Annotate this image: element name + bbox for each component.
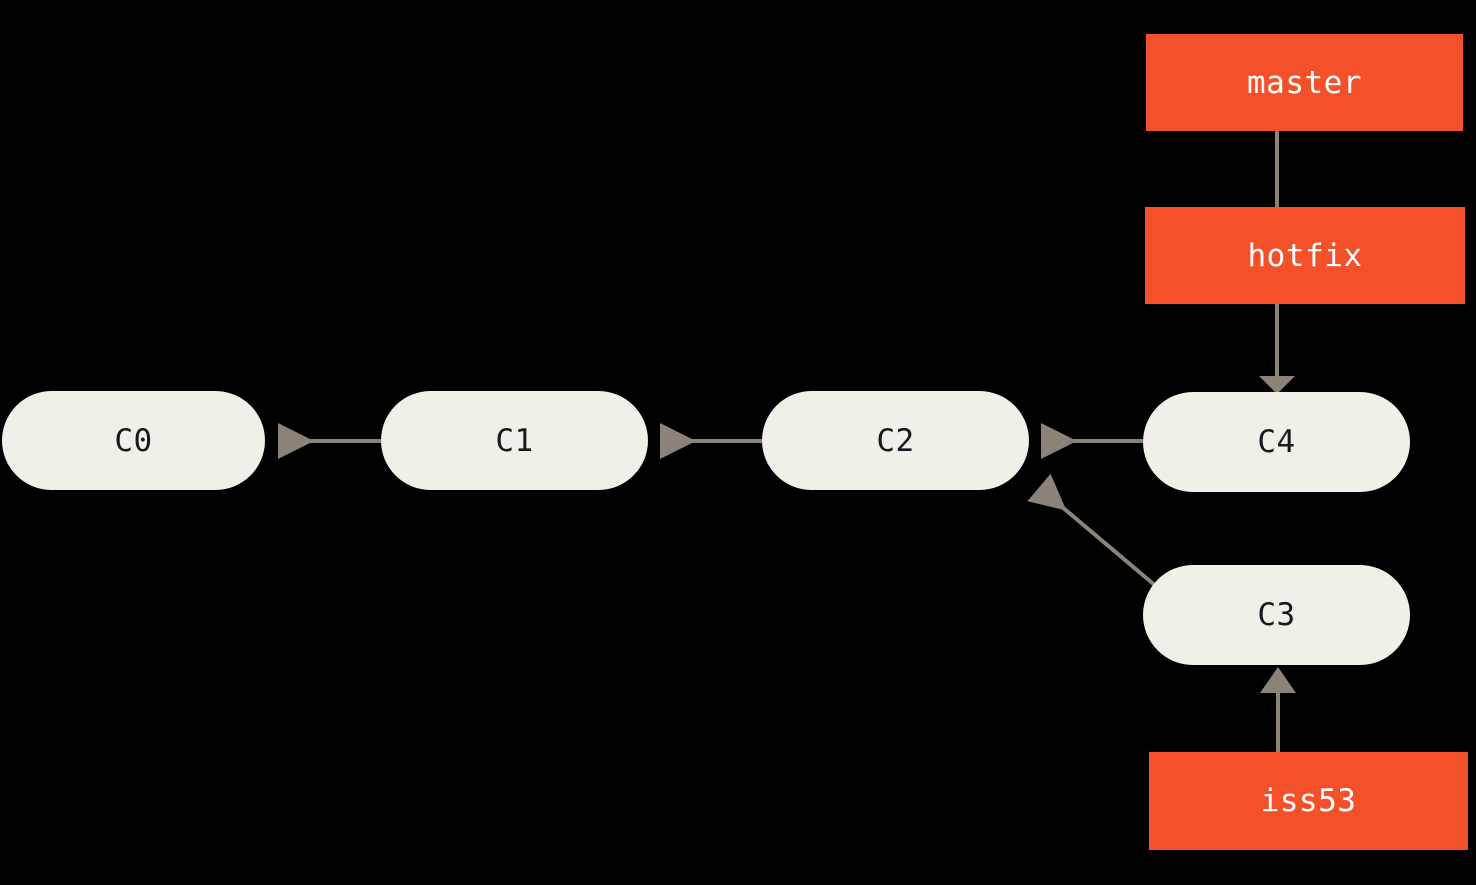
commit-label-c2: C2 [876, 422, 915, 459]
commit-label-c0: C0 [114, 422, 153, 459]
branch-name-iss53: iss53 [1260, 783, 1357, 819]
commit-node-c3[interactable]: C3 [1143, 565, 1410, 665]
edge-c3-to-c2 [1027, 473, 1159, 589]
commit-node-c4[interactable]: C4 [1143, 392, 1410, 492]
edge-iss53-to-c3 [1260, 667, 1296, 752]
commit-node-c2[interactable]: C2 [762, 391, 1029, 490]
commit-node-c0[interactable]: C0 [2, 391, 265, 490]
commit-label-c4: C4 [1257, 424, 1296, 460]
edge-hotfix-to-c4 [1259, 304, 1295, 394]
branch-label-iss53[interactable]: iss53 [1149, 752, 1468, 850]
branch-name-hotfix: hotfix [1247, 237, 1363, 274]
branch-name-master: master [1247, 64, 1362, 101]
commit-node-c1[interactable]: C1 [381, 391, 648, 490]
branch-label-hotfix[interactable]: hotfix [1145, 207, 1465, 304]
branch-label-master[interactable]: master [1146, 34, 1463, 131]
commit-label-c3: C3 [1257, 597, 1296, 633]
commit-label-c1: C1 [495, 422, 534, 459]
